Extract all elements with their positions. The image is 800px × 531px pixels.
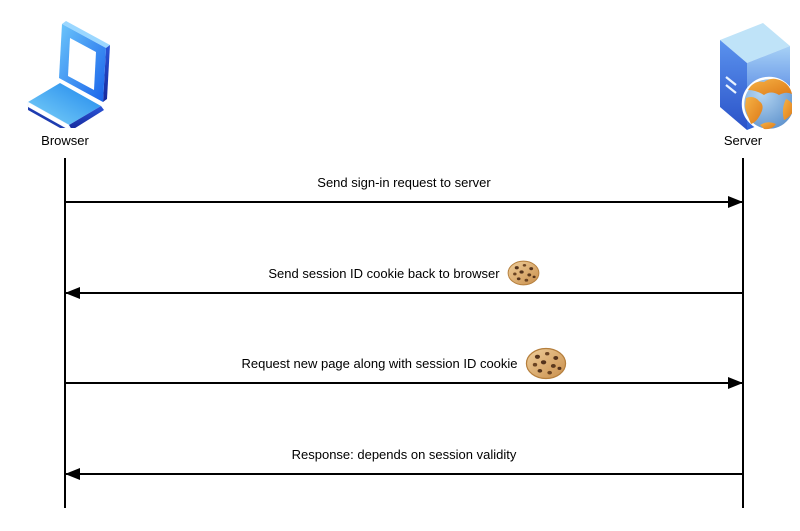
message-label-4: Response: depends on session validity bbox=[66, 435, 742, 473]
globe-land-west bbox=[745, 97, 763, 124]
message-text-1: Send sign-in request to server bbox=[317, 174, 491, 190]
actor-server-label: Server bbox=[723, 133, 763, 148]
browser-base-front-edge bbox=[27, 101, 70, 128]
message-text-2: Send session ID cookie back to browser bbox=[268, 265, 500, 281]
globe-land-east bbox=[782, 99, 792, 120]
cookie-icon bbox=[525, 347, 566, 379]
arrowhead-left-icon bbox=[65, 468, 80, 480]
message-text-3: Request new page along with session ID c… bbox=[241, 355, 518, 371]
server-lifeline bbox=[742, 158, 744, 508]
browser-base bbox=[28, 83, 101, 125]
actor-browser-label: Browser bbox=[41, 133, 89, 148]
message-label-1: Send sign-in request to server bbox=[66, 163, 742, 201]
server-top-face bbox=[720, 23, 790, 63]
server-vent-slit bbox=[725, 84, 737, 94]
globe-land-south bbox=[760, 122, 776, 130]
arrowhead-right-icon bbox=[728, 196, 743, 208]
browser-panel-side-edge bbox=[103, 45, 110, 102]
message-arrow-2 bbox=[65, 287, 742, 299]
message-arrow-1 bbox=[66, 196, 743, 208]
server-left-face bbox=[720, 40, 747, 130]
message-arrow-4 bbox=[65, 468, 742, 480]
globe-land-north bbox=[748, 78, 792, 95]
message-arrow-3 bbox=[66, 377, 743, 389]
message-label-2: Send session ID cookie back to browser bbox=[66, 254, 742, 292]
browser-screen bbox=[68, 38, 96, 90]
cookie-icon bbox=[507, 260, 539, 286]
arrowhead-left-icon bbox=[65, 287, 80, 299]
server-tower-globe-icon bbox=[720, 23, 792, 132]
message-text-4: Response: depends on session validity bbox=[291, 446, 517, 462]
server-vent-slit bbox=[725, 76, 737, 86]
message-label-3: Request new page along with session ID c… bbox=[66, 344, 742, 382]
browser-base-right-edge bbox=[69, 106, 104, 128]
arrowhead-right-icon bbox=[728, 377, 743, 389]
browser-laptop-icon bbox=[27, 21, 110, 128]
browser-panel-top-edge bbox=[62, 21, 110, 48]
browser-base-bottom-edge bbox=[28, 107, 66, 128]
browser-lifeline bbox=[64, 158, 66, 508]
